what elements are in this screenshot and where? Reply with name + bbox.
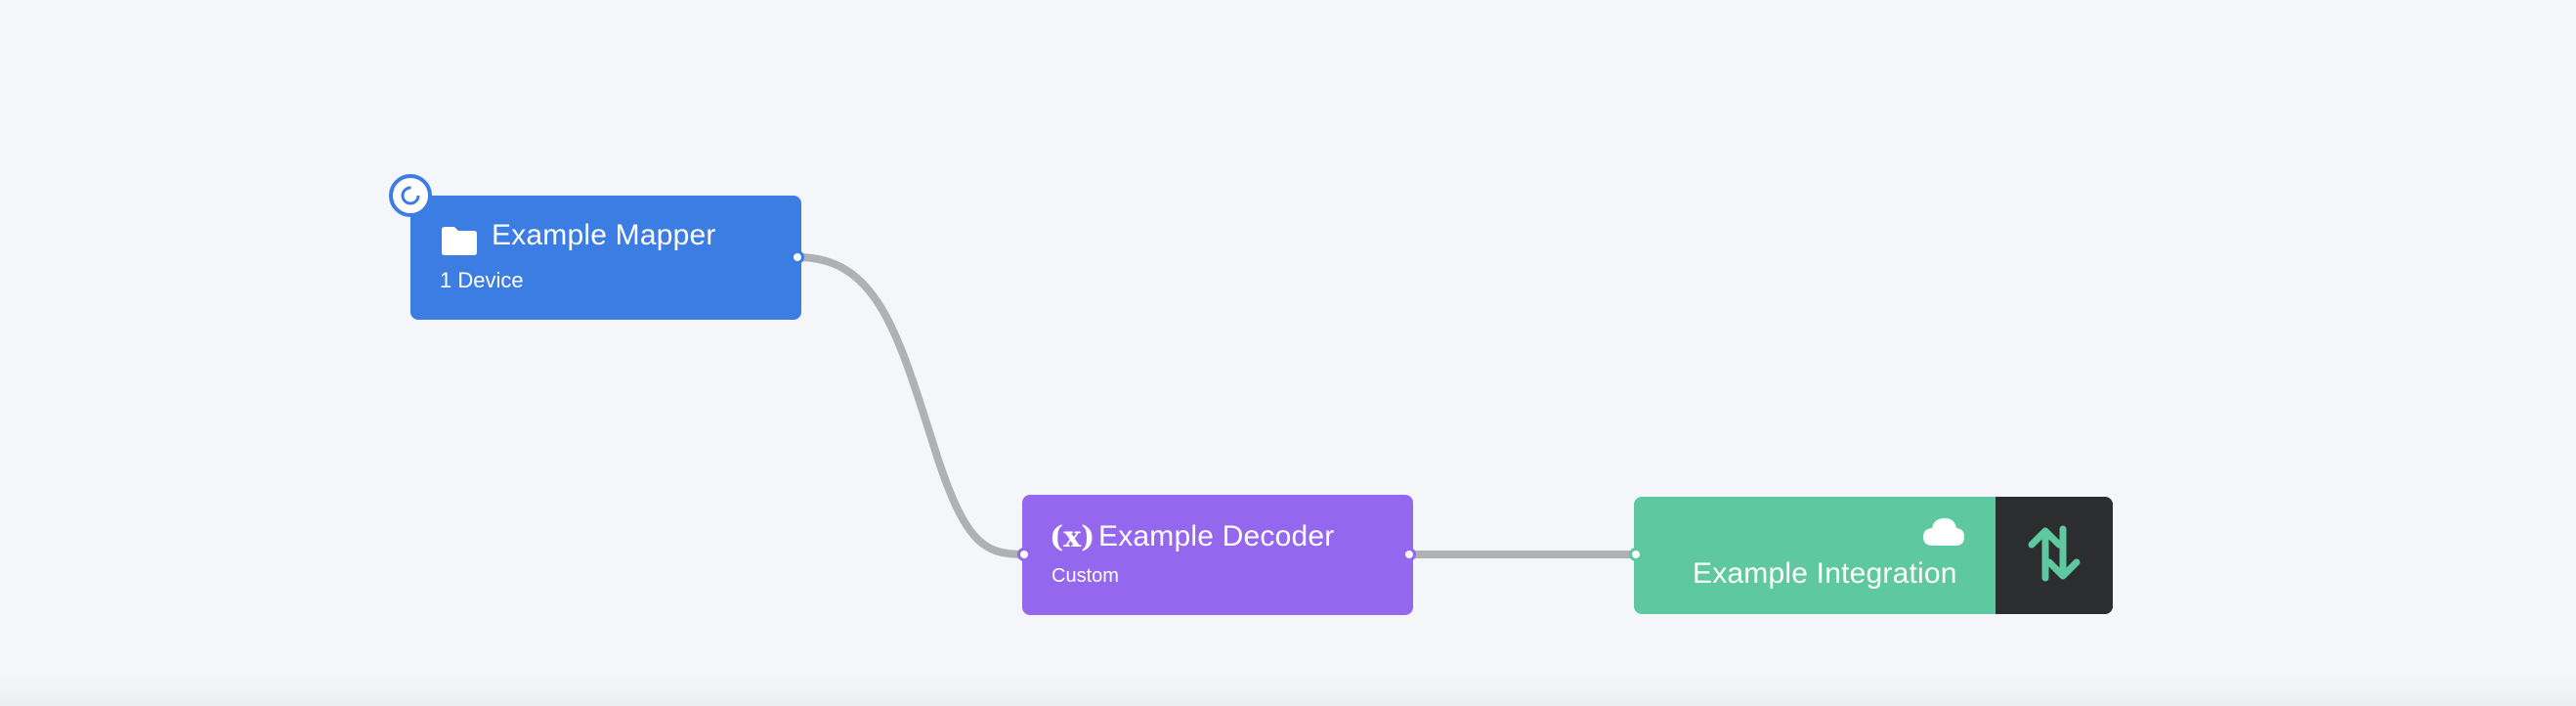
up-down-arrows-icon: [2024, 523, 2084, 589]
trigger-icon[interactable]: [389, 174, 432, 217]
edge-mapper-to-decoder[interactable]: [794, 253, 1030, 558]
decoder-node[interactable]: (x) Example Decoder Custom: [1022, 495, 1413, 615]
mapper-subtitle: 1 Device: [440, 268, 524, 292]
decoder-title: Example Decoder: [1098, 520, 1335, 552]
decoder-input-port[interactable]: [1017, 548, 1031, 561]
mapper-output-port[interactable]: [791, 250, 804, 264]
integration-title: Example Integration: [1693, 557, 1957, 590]
variable-icon: (x): [1050, 520, 1095, 554]
canvas-bottom-edge: [0, 675, 2576, 706]
mapper-title: Example Mapper: [492, 219, 716, 251]
integration-side-panel: [1996, 497, 2113, 614]
decoder-subtitle: Custom: [1052, 565, 1119, 587]
folder-icon: [440, 226, 479, 261]
cloud-icon: [1921, 516, 1966, 552]
integration-input-port[interactable]: [1629, 548, 1643, 561]
integration-node[interactable]: Example Integration: [1634, 497, 2113, 614]
decoder-output-port[interactable]: [1402, 548, 1416, 561]
mapper-node[interactable]: Example Mapper 1 Device: [410, 196, 801, 320]
